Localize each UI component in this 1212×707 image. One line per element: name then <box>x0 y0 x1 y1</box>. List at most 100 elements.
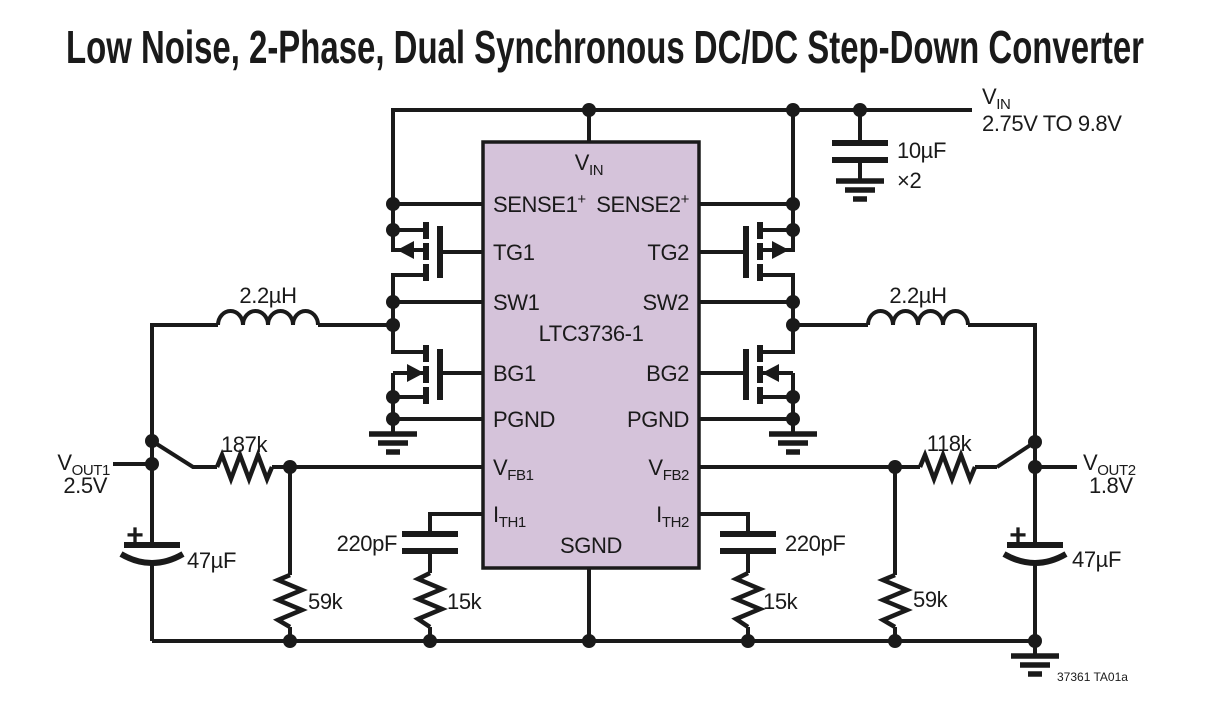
mosfet-q2-top-right <box>743 222 795 354</box>
resistor-15k-left <box>412 570 448 629</box>
l1-coil <box>216 309 320 326</box>
capacitor-47uf-left <box>119 542 185 641</box>
ic-part-number: LTC3736-1 <box>539 321 644 346</box>
l2-value-label: 2.2µH <box>889 283 946 308</box>
junction-dot <box>786 390 800 404</box>
pin-label-bg1: BG1 <box>493 361 536 386</box>
figure-reference-label: 37361 TA01a <box>1057 670 1128 684</box>
wire-top-rail <box>391 108 972 230</box>
r187k-value-label: 187k <box>221 432 269 457</box>
junction-dot <box>853 103 867 117</box>
r59k-left-zigzag <box>272 572 308 629</box>
junction-dot <box>888 634 902 648</box>
q2-drain-to-q4-drain <box>762 273 795 354</box>
net-labels: VIN 2.75V TO 9.8V 10µF ×2 2.2µH 2.2µH 18… <box>57 84 1136 684</box>
junction-dot <box>386 295 400 309</box>
r59k-left-value-label: 59k <box>308 589 344 614</box>
pin-label-sw1: SW1 <box>493 290 540 315</box>
wire-vout2-diagonal <box>995 440 1037 469</box>
pin-label-pgnd2: PGND <box>627 407 689 432</box>
junction-dot <box>786 318 800 332</box>
resistor-15k-right <box>730 570 766 629</box>
r118k-value-label: 118k <box>927 431 973 456</box>
cin-qty-label: ×2 <box>897 168 921 193</box>
r15k-left-value-label: 15k <box>447 589 483 614</box>
ic-body <box>481 140 701 570</box>
mosfet-q1-top-left <box>391 222 443 354</box>
mosfet-q3-bottom-left <box>369 345 443 452</box>
ith2-lead <box>699 512 750 531</box>
r59k-right-zigzag <box>877 572 913 629</box>
junction-dot <box>741 634 755 648</box>
cin-value-label: 10µF <box>897 138 946 163</box>
resistor-187k <box>214 448 275 486</box>
pin-label-vin: VIN <box>575 150 603 179</box>
junction-dot <box>386 197 400 211</box>
cout1-polarity-label: + <box>126 519 144 552</box>
junction-dot <box>786 295 800 309</box>
junction-dot <box>386 412 400 426</box>
junction-dot <box>786 223 800 237</box>
r15k-right-value-label: 15k <box>763 589 799 614</box>
pin-label-bg2: BG2 <box>646 361 689 386</box>
ground-symbol-cin <box>836 166 884 199</box>
pin-label-pgnd1: PGND <box>493 407 555 432</box>
junction-dot <box>283 634 297 648</box>
resistor-59k-right <box>877 467 913 641</box>
junction-dot <box>786 103 800 117</box>
junction-dot <box>423 634 437 648</box>
junction-dot <box>386 390 400 404</box>
cout1-plate-curved <box>119 551 185 566</box>
l2-coil <box>866 309 970 326</box>
wire-vout1-diagonal <box>150 439 217 469</box>
c220pf-right-value-label: 220pF <box>785 531 845 556</box>
junction-dot <box>145 434 159 448</box>
pin-label-vfb1: VFB1 <box>493 455 534 484</box>
junction-dot <box>386 318 400 332</box>
vout2-net-label: VOUT2 <box>1083 450 1136 479</box>
c220pf-left-value-label: 220pF <box>337 531 397 556</box>
vout1-net-label: VOUT1 <box>57 450 110 479</box>
pin-label-sw2: SW2 <box>643 290 690 315</box>
capacitor-47uf-right <box>1002 542 1068 641</box>
junction-dot <box>786 412 800 426</box>
junction-dot <box>1028 460 1042 474</box>
q3-body-arrow-icon <box>407 364 424 382</box>
mosfet-q4-bottom-right <box>743 345 817 452</box>
junction-dots <box>145 103 1042 648</box>
pin-label-tg1: TG1 <box>493 240 535 265</box>
junction-dot <box>386 223 400 237</box>
l2-right-lead-and-vout2-rail <box>968 323 1037 542</box>
cout2-plate-curved <box>1002 551 1068 566</box>
cout1-value-label: 47µF <box>187 548 236 573</box>
junction-dot <box>582 634 596 648</box>
pin-label-vfb2: VFB2 <box>648 455 689 484</box>
pin-label-ith1: ITH1 <box>493 502 526 531</box>
junction-dot <box>145 457 159 471</box>
junction-dot <box>582 103 596 117</box>
schematic-title: Low Noise, 2-Phase, Dual Synchronous DC/… <box>66 21 1144 73</box>
pin-label-ith2: ITH2 <box>656 502 689 531</box>
ic-pin-labels: VIN SENSE1+ SENSE2+ TG1 TG2 SW1 SW2 LTC3… <box>493 150 690 558</box>
pin-label-sense1: SENSE1+ <box>493 191 586 217</box>
vout2-voltage-label: 1.8V <box>1089 473 1133 498</box>
resistor-118k <box>917 448 978 486</box>
junction-dot <box>1028 634 1042 648</box>
l1-left-lead-and-vout1-rail <box>150 323 218 542</box>
q1-drain-to-q3-drain <box>391 273 424 354</box>
resistor-59k-left <box>272 467 308 641</box>
r59k-right-value-label: 59k <box>913 587 949 612</box>
pin-label-sgnd: SGND <box>560 533 622 558</box>
vin-range-label: 2.75V TO 9.8V <box>982 111 1122 136</box>
junction-dot <box>888 460 902 474</box>
pin-label-tg2: TG2 <box>647 240 689 265</box>
pin-label-sense2: SENSE2+ <box>596 191 689 217</box>
inductor-l2 <box>793 309 1037 542</box>
l1-value-label: 2.2µH <box>239 283 296 308</box>
ith2-network <box>699 512 776 641</box>
cout2-polarity-label: + <box>1009 519 1027 552</box>
ith1-lead <box>428 512 483 531</box>
cout2-value-label: 47µF <box>1072 547 1121 572</box>
